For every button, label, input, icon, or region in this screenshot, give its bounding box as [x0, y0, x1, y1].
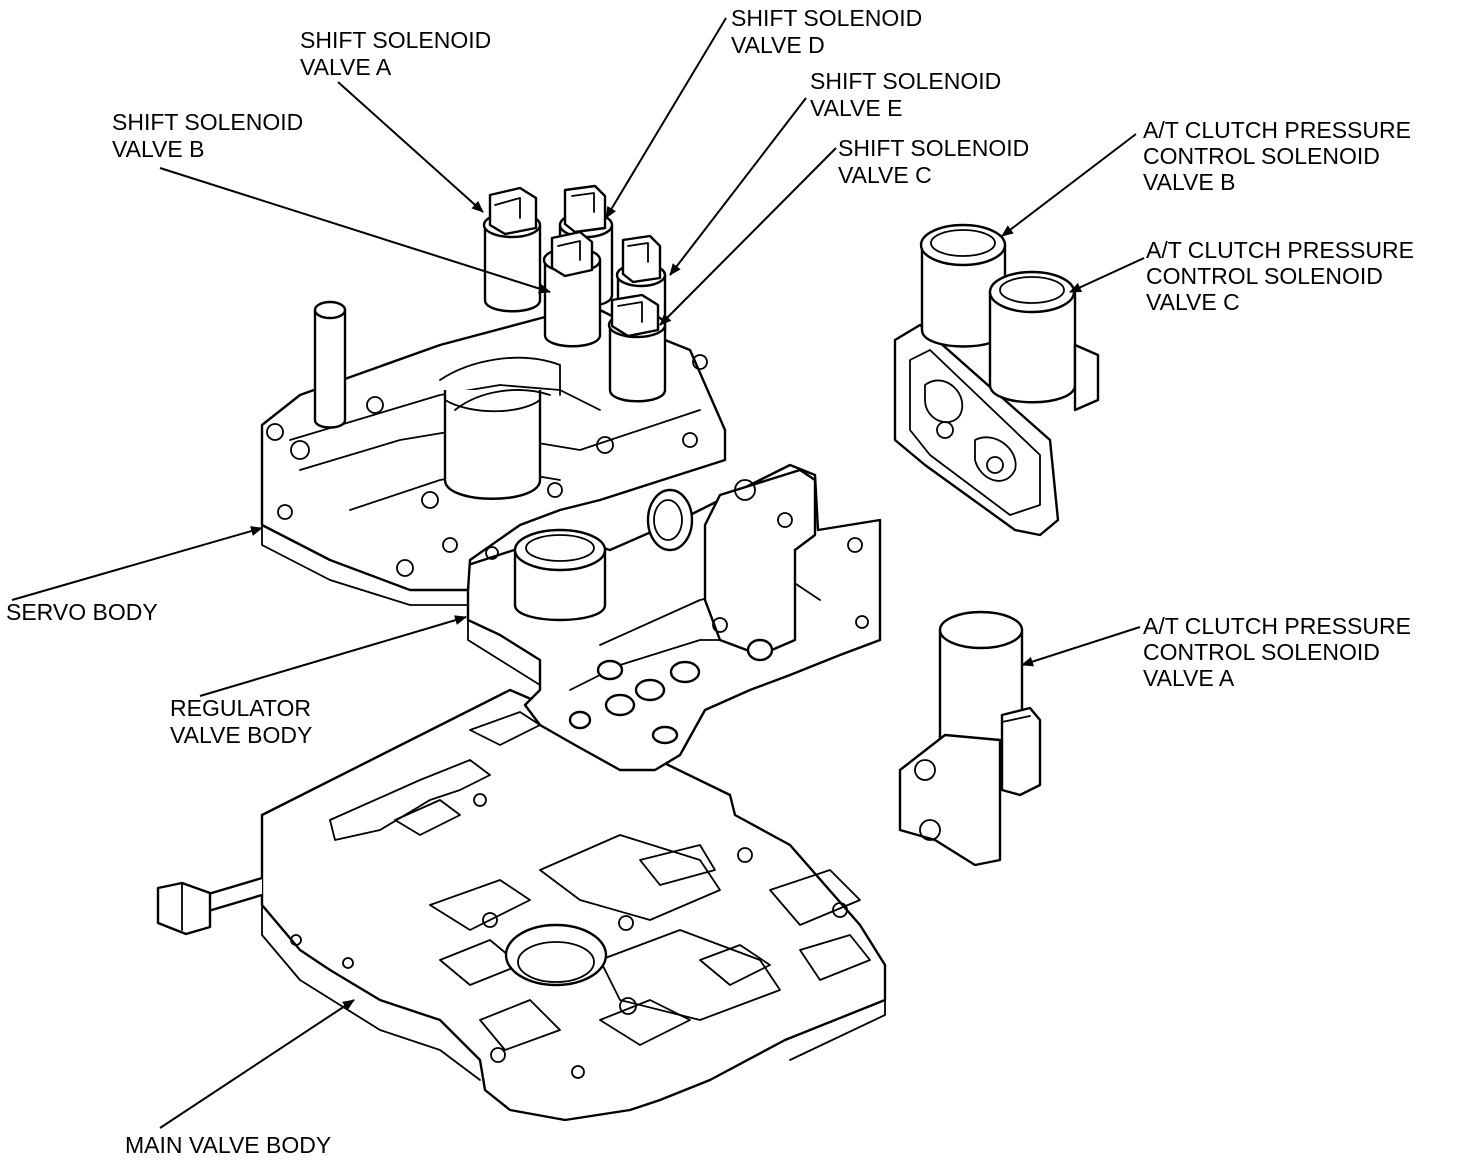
atc-solenoid-bc-assembly	[893, 223, 1100, 537]
shift-solenoid-valve-a-part	[482, 186, 542, 313]
shift-solenoid-valve-b-part	[542, 230, 602, 348]
main-valve-body	[156, 688, 887, 1122]
label-shift-solenoid-valve-a: SHIFT SOLENOID VALVE A	[300, 27, 498, 80]
atc-solenoid-a-part	[898, 610, 1042, 867]
label-servo-body: SERVO BODY	[6, 599, 158, 625]
label-regulator-valve-body: REGULATOR VALVE BODY	[170, 695, 317, 748]
label-main-valve-body: MAIN VALVE BODY	[125, 1132, 331, 1158]
label-atc-solenoid-valve-b: A/T CLUTCH PRESSURE CONTROL SOLENOID VAL…	[1143, 117, 1417, 195]
regulator-valve-body	[466, 463, 882, 772]
label-shift-solenoid-valve-e: SHIFT SOLENOID VALVE E	[810, 68, 1008, 121]
label-shift-solenoid-valve-b: SHIFT SOLENOID VALVE B	[112, 109, 310, 162]
label-shift-solenoid-valve-d: SHIFT SOLENOID VALVE D	[731, 5, 929, 58]
label-atc-solenoid-valve-a: A/T CLUTCH PRESSURE CONTROL SOLENOID VAL…	[1143, 613, 1417, 691]
shift-solenoid-valve-c-part	[607, 293, 667, 403]
leader-lines	[11, 17, 1145, 1129]
label-shift-solenoid-valve-c: SHIFT SOLENOID VALVE C	[838, 135, 1036, 188]
label-atc-solenoid-valve-c: A/T CLUTCH PRESSURE CONTROL SOLENOID VAL…	[1146, 237, 1420, 315]
